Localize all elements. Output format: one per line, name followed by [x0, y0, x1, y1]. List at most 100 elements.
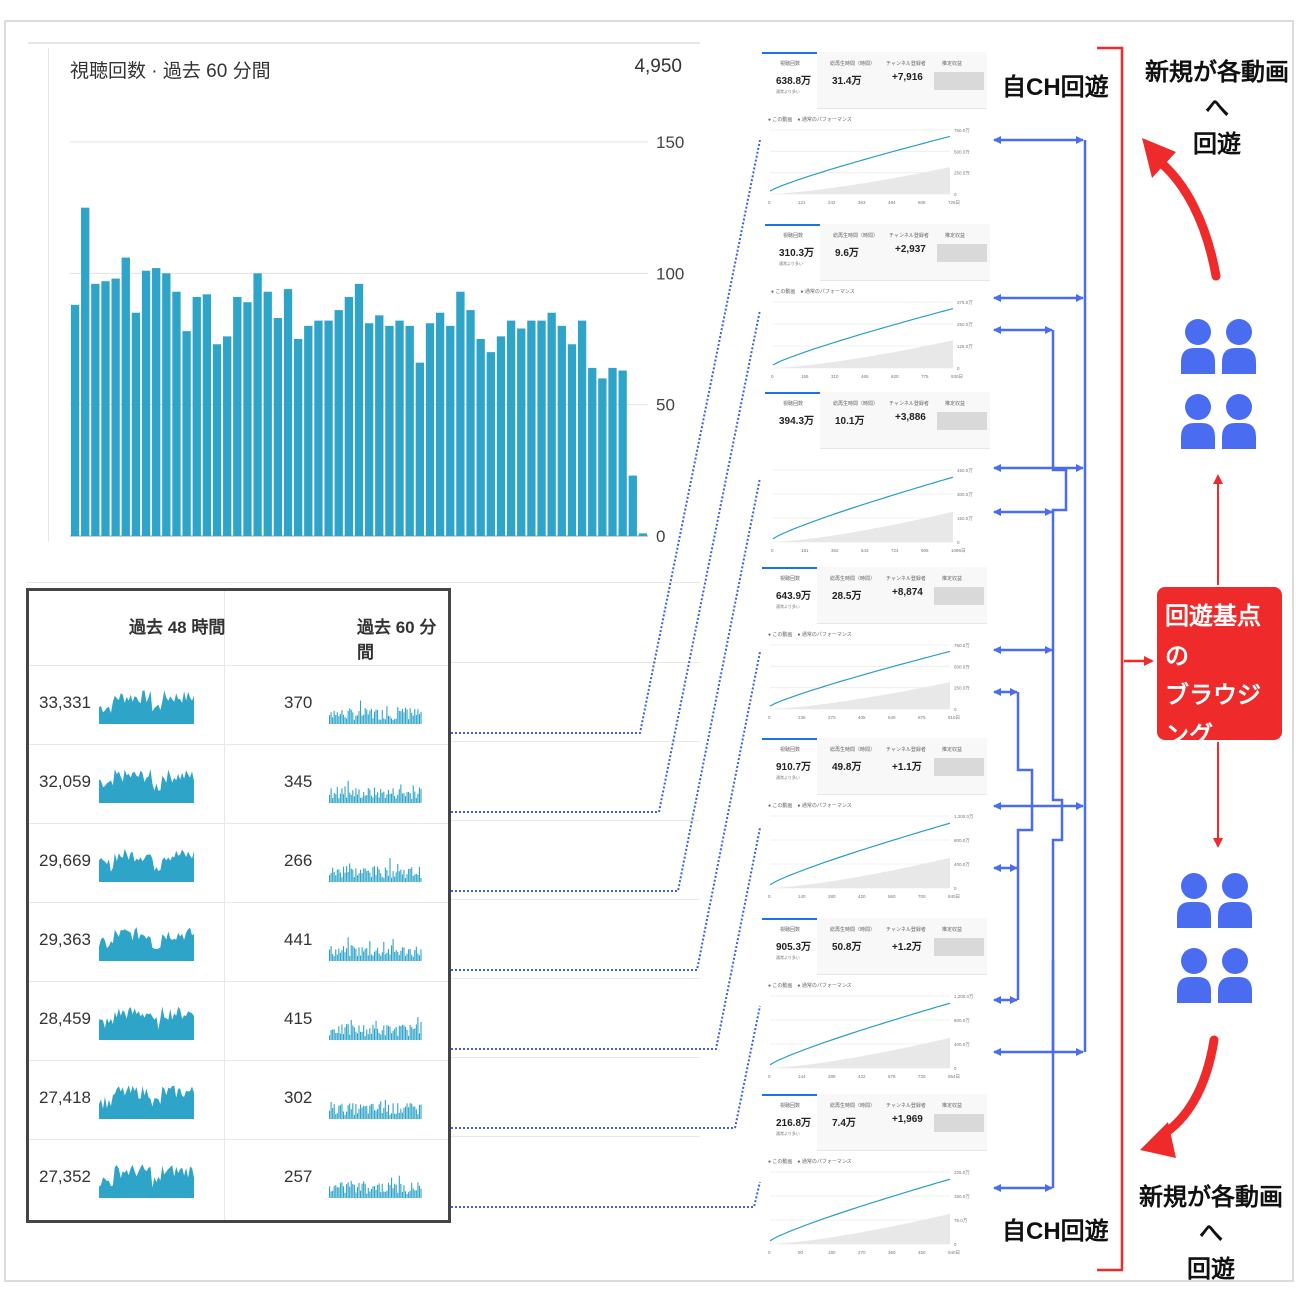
sparkline-bar: [353, 796, 355, 803]
sparkline-bar: [384, 1035, 386, 1040]
sparkline-bar: [409, 1190, 411, 1198]
sparkline-bar: [338, 869, 340, 882]
sparkline-bar: [349, 1103, 351, 1119]
bar: [212, 344, 222, 536]
sparkline-bar: [353, 876, 355, 882]
sparkline-bar: [391, 1033, 393, 1040]
sparkline-bar: [367, 870, 369, 882]
sparkline-bar: [378, 1032, 380, 1040]
sparkline-bar: [370, 954, 372, 961]
sparkline-bar: [341, 709, 343, 724]
bar: [111, 278, 120, 536]
outer-frame: [4, 20, 1294, 1282]
sparkline-bar: [401, 874, 403, 882]
stat-label-watch: 総再生時間（時間）: [830, 61, 876, 67]
card-y-tick: 0: [954, 1066, 957, 1071]
sparkline-bar: [380, 789, 382, 803]
card-x-tick: 144: [798, 1074, 806, 1079]
sparkline-bar: [373, 787, 376, 803]
sparkline-bar: [339, 714, 341, 724]
sparkline-bar: [367, 1113, 369, 1119]
sparkline-bar: [400, 711, 402, 724]
sparkline-bar: [360, 869, 362, 882]
bar: [202, 294, 212, 536]
sparkline-bar: [414, 709, 416, 724]
sparkline-bar: [350, 1180, 352, 1198]
sparkline-bar: [330, 788, 332, 803]
sparkline-bar: [347, 710, 349, 724]
sparkline-bar: [358, 947, 360, 961]
sparkline-bar: [344, 1027, 346, 1040]
stat-subscribers: +1.2万: [892, 942, 922, 953]
sparkline-bar: [398, 1112, 400, 1119]
bar: [395, 320, 404, 536]
sparkline-bar: [394, 951, 396, 961]
bar: [446, 325, 455, 536]
stat-note: 通常より多い: [776, 89, 800, 94]
sparkline-bar: [372, 797, 374, 803]
sparkline-bar: [384, 867, 386, 882]
sparkline-bar: [387, 1182, 389, 1198]
sparkline-bar: [341, 950, 343, 961]
sparkline-bar: [401, 1112, 403, 1119]
sparkline-bar: [404, 955, 407, 961]
performance-line: [769, 135, 951, 192]
sparkline-bar: [350, 868, 352, 882]
bar: [70, 304, 80, 536]
sparkline-bar: [392, 1103, 394, 1119]
baseline-area: [770, 1037, 950, 1068]
sparkline-bar: [353, 1184, 355, 1198]
sparkline-bar: [358, 1183, 360, 1198]
dotted-connector: [451, 651, 761, 971]
bar: [141, 270, 151, 536]
card-x-tick: 155: [801, 374, 809, 379]
sparkline-bar: [408, 868, 410, 882]
card-x-tick: 242: [828, 200, 836, 205]
flow-arrow: [1051, 650, 1064, 1188]
dotted-connector: [451, 139, 761, 734]
chart-top-border: [28, 42, 700, 44]
sparkline-bar: [373, 1110, 376, 1119]
card-x-tick: 90: [798, 1250, 804, 1255]
sparkline-bar: [401, 947, 403, 961]
sparkline-bar: [370, 1104, 372, 1119]
bar: [466, 310, 475, 536]
sparkline-bar: [355, 1031, 357, 1040]
sparkline-bar: [417, 875, 419, 882]
blue-flow-arrows: [993, 136, 1087, 1192]
sparkline-area: [99, 1164, 194, 1198]
sparkline-bar: [349, 708, 351, 724]
sparkline-bar: [361, 1107, 363, 1119]
sparkline-bar: [403, 1107, 405, 1119]
sparkline-bar: [383, 877, 385, 882]
sparkline-bar: [363, 1181, 365, 1198]
views-60m: 370: [284, 693, 313, 712]
sparkline-bar: [401, 793, 403, 803]
sparkline-bar: [330, 872, 332, 882]
sparkline-bar: [342, 866, 345, 882]
sparkline-bar: [373, 711, 376, 724]
bar: [121, 257, 130, 536]
flow-arrow: [1016, 692, 1034, 1000]
card-y-tick: 500.0万: [954, 149, 970, 155]
sparkline-bar: [394, 1113, 396, 1119]
bar: [273, 317, 283, 536]
sparkline-bar: [361, 1032, 363, 1040]
arrow-curve-icon: [1155, 157, 1221, 281]
